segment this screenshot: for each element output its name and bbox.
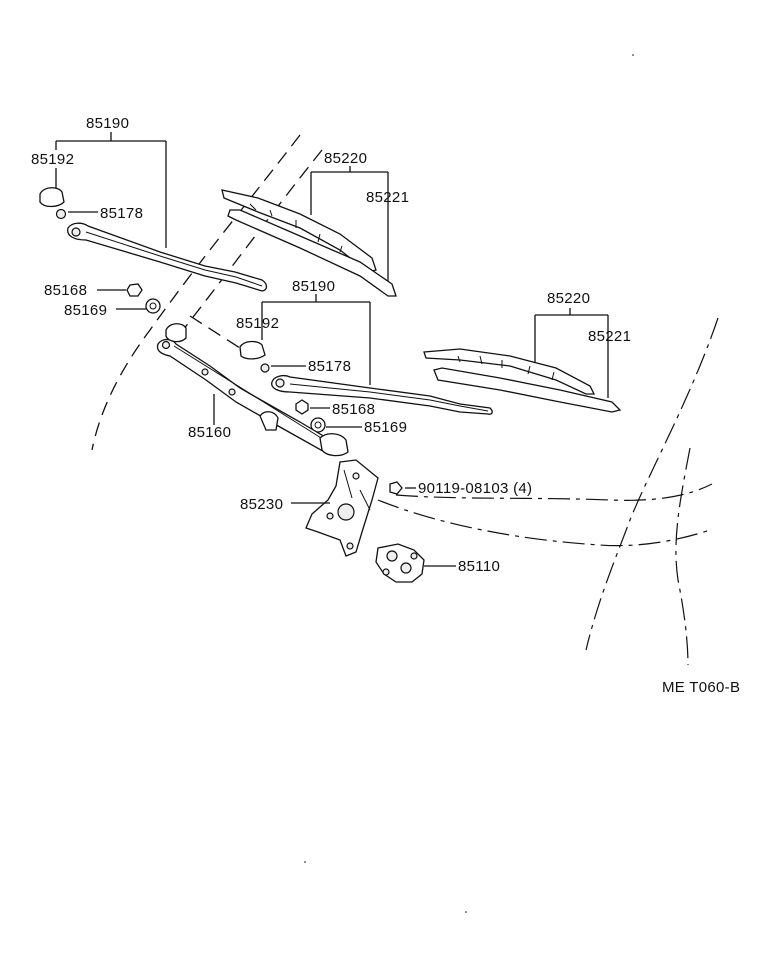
label-motor: 85110 (458, 558, 500, 575)
wiper-refill-left (227, 209, 397, 297)
label-nut-left: 85178 (100, 205, 143, 222)
label-washer-left-a: 85168 (44, 282, 87, 299)
label-cap-right: 85192 (236, 315, 279, 332)
left-wiper-arm-group: 85190 85192 85178 85168 85169 (31, 115, 268, 319)
label-washer-right-a: 85168 (332, 401, 375, 418)
label-washer-right-b: 85169 (364, 419, 407, 436)
label-arm-left-assy: 85190 (86, 115, 129, 132)
washer-85168-left (126, 283, 143, 297)
label-link: 85160 (188, 424, 231, 441)
label-refill-right: 85221 (588, 328, 631, 345)
wiper-arm-cap-right (239, 340, 266, 360)
nut-left (55, 208, 67, 220)
wiper-blade-right (423, 348, 596, 395)
figure-code: ME T060-B (662, 679, 740, 696)
wiper-link-group: 85160 (156, 315, 349, 457)
label-blade-left: 85220 (324, 150, 367, 167)
label-refill-left: 85221 (366, 189, 409, 206)
right-wiper-blade-group: 85220 85221 (423, 290, 631, 413)
bolt (389, 481, 403, 495)
wiper-bracket-group: 85230 (240, 459, 379, 557)
wiper-refill-right (433, 367, 622, 413)
washer-85169-right (310, 417, 326, 433)
right-wiper-arm-group: 85190 85192 85178 85168 85169 (236, 278, 493, 436)
wiper-arm-left (67, 222, 268, 292)
label-nut-right: 85178 (308, 358, 351, 375)
label-bracket: 85230 (240, 496, 283, 513)
label-cap-left: 85192 (31, 151, 74, 168)
label-blade-right: 85220 (547, 290, 590, 307)
windshield-outline (91, 134, 719, 666)
wiper-motor-group: 85110 (375, 543, 500, 583)
bolt-group: 90119-08103 (4) (389, 480, 532, 497)
label-washer-left-b: 85169 (64, 302, 107, 319)
label-arm-right-assy: 85190 (292, 278, 335, 295)
nut-right (260, 363, 270, 373)
wiper-motor (375, 543, 425, 583)
wiper-arm-right (271, 375, 493, 415)
label-bolt: 90119-08103 (4) (418, 480, 532, 497)
washer-85168-right (295, 399, 309, 415)
left-wiper-blade-group: 85220 85221 (221, 150, 409, 297)
wiper-arm-cap-left (39, 187, 65, 208)
washer-85169-left (145, 298, 161, 314)
